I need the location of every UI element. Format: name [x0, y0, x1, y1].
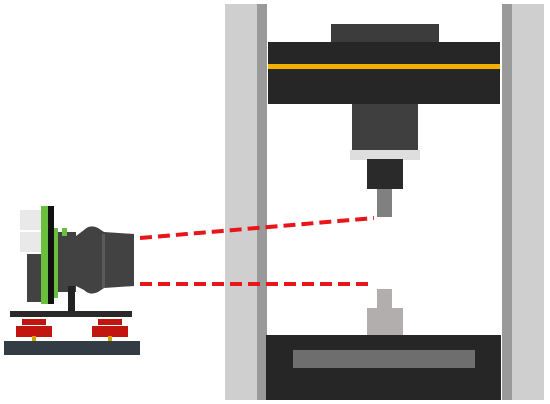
- rail-pin-left: [32, 336, 36, 341]
- lower-grip: [367, 308, 403, 336]
- crosshead-cap: [331, 24, 439, 44]
- lower-grip-neck: [377, 289, 392, 309]
- rail-clamp-right: [92, 326, 128, 337]
- upper-crosshead: [268, 42, 500, 104]
- upper-sight-line: [139, 216, 375, 240]
- camera-post: [68, 286, 75, 314]
- specimen: [377, 189, 392, 217]
- rail-clamp-left: [16, 326, 52, 337]
- camera-board-inner: [54, 228, 58, 298]
- right-column-shadow: [502, 4, 512, 400]
- camera-icon: [20, 206, 134, 314]
- rail-base: [4, 341, 140, 355]
- rail-clamp-left-top: [22, 319, 46, 325]
- camera-back-plate-bottom: [20, 232, 44, 252]
- sight-lines: [139, 216, 375, 286]
- camera-mount-tab: [62, 228, 67, 236]
- camera-board-edge: [48, 206, 54, 304]
- rail-clamp-right-top: [98, 319, 122, 325]
- testing-machine: [225, 4, 544, 400]
- rail-pin-right: [108, 336, 112, 341]
- load-cell-plate: [350, 150, 420, 160]
- camera-body: [58, 232, 76, 292]
- camera-rail: [4, 311, 140, 355]
- crosshead-stripe: [268, 64, 500, 69]
- left-column-shadow: [257, 4, 267, 400]
- base-slot: [293, 350, 475, 368]
- camera-side-block: [27, 254, 43, 302]
- rail-top-bar: [10, 311, 132, 317]
- upper-grip: [367, 159, 403, 189]
- load-cell: [352, 104, 418, 150]
- camera-back-plate-top: [20, 210, 44, 230]
- lens-ring: [102, 234, 105, 288]
- camera-board: [41, 206, 48, 304]
